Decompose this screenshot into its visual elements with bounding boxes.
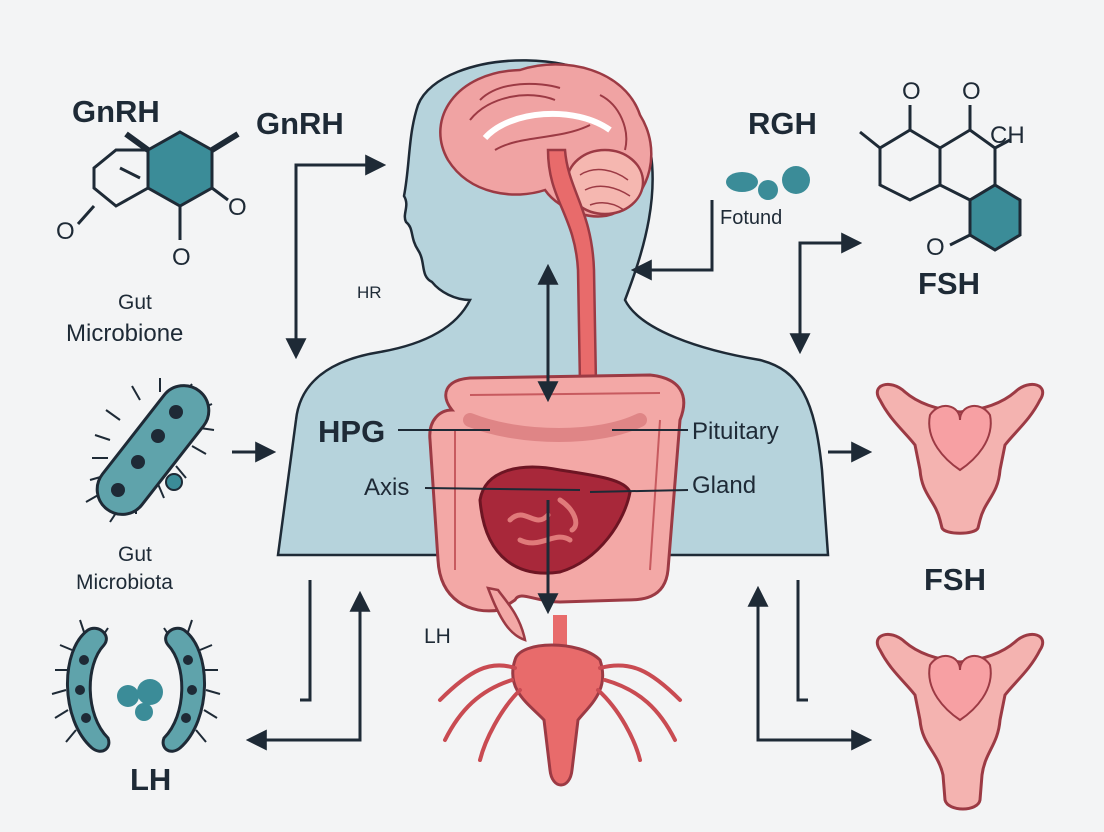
atom-o-left-1: O (56, 218, 75, 245)
label-rgh: RGH (748, 106, 817, 141)
fotund-molecule (726, 166, 810, 200)
atom-o-right-1: O (902, 78, 921, 105)
label-gut-microbiota-1: Gut (118, 543, 152, 566)
molecule-left (76, 130, 240, 240)
label-gut-microbione-1: Gut (118, 291, 152, 314)
label-lh-bottom: LH (130, 762, 172, 797)
label-hpg: HPG (318, 414, 386, 449)
label-gland: Gland (692, 472, 757, 499)
bacterium-top (85, 378, 215, 523)
label-gut-microbione-2: Microbione (66, 320, 184, 347)
label-fotund: Fotund (720, 207, 783, 229)
label-gut-microbiota-2: Microbiota (76, 571, 173, 594)
atom-o-right-2: O (962, 78, 981, 105)
bacteria-pair (51, 619, 221, 753)
label-pituitary: Pituitary (692, 418, 779, 445)
atom-ch-right: CH (990, 122, 1025, 149)
label-axis: Axis (364, 474, 410, 501)
atom-o-left-2: O (172, 244, 191, 271)
molecule-right (859, 105, 1022, 252)
atom-o-right-3: O (926, 234, 945, 261)
atom-o-left-3: O (228, 194, 247, 221)
label-fsh-right: FSH (924, 562, 986, 597)
label-fsh-top: FSH (918, 266, 980, 301)
label-gnrh-center: GnRH (256, 106, 344, 141)
liver (478, 465, 632, 575)
label-lh-center: LH (424, 625, 451, 648)
uterus-bottom (876, 632, 1044, 811)
uterus-top (876, 382, 1044, 535)
pelvic-organ (438, 615, 682, 787)
label-gnrh-left: GnRH (72, 94, 160, 129)
label-hr: HR (357, 283, 382, 302)
brain (439, 63, 653, 218)
